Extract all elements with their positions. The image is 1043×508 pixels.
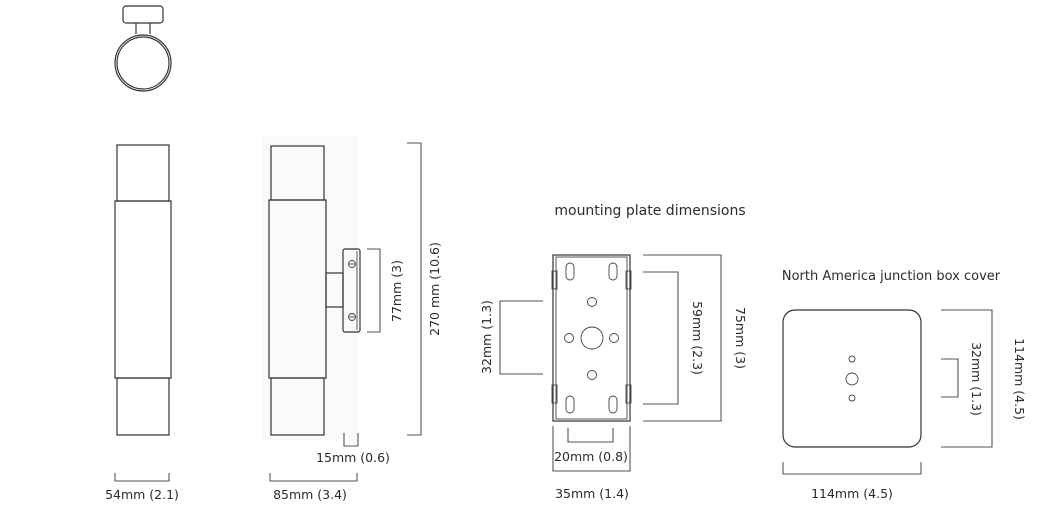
plate-width-label: 35mm (1.4) xyxy=(555,486,629,501)
fixture-height-dimension xyxy=(407,142,422,436)
box-height-label: 114mm (4.5) xyxy=(1012,338,1027,420)
box-cover-outline xyxy=(782,309,922,448)
screw-icon xyxy=(348,313,356,321)
plate-slot-spacing-label: 59mm (2.3) xyxy=(690,301,705,375)
box-width-label: 114mm (4.5) xyxy=(811,486,893,501)
box-hole xyxy=(848,394,856,402)
mounting-plate-title: mounting plate dimensions xyxy=(554,203,745,219)
bracket-offset-dimension xyxy=(343,433,359,447)
top-view xyxy=(114,5,172,92)
fixture-depth-label: 85mm (3.4) xyxy=(273,487,347,502)
fixture-depth-dimension xyxy=(269,473,358,482)
plate-slot xyxy=(608,395,618,414)
junction-box-cover: North America junction box cover 32mm (1… xyxy=(782,269,1027,501)
plate-hole xyxy=(609,333,619,343)
plate-hole xyxy=(587,370,597,380)
side-view: 77mm (3) 270 mm (10.6) 15mm (0.6) 85mm (… xyxy=(262,136,442,502)
bracket-offset-label: 15mm (0.6) xyxy=(316,450,390,465)
plate-height-dimension xyxy=(643,254,722,422)
box-hole xyxy=(848,355,856,363)
front-view: 54mm (2.1) xyxy=(105,144,179,502)
bracket-height-dimension xyxy=(367,248,381,333)
fixture-width-dimension xyxy=(114,473,170,482)
plate-slot xyxy=(565,262,575,281)
plate-hole-spacing-dimension xyxy=(499,300,543,375)
plate-hole xyxy=(564,333,574,343)
box-width-dimension xyxy=(782,462,922,475)
fixture-height-label: 270 mm (10.6) xyxy=(427,242,442,336)
plate-center-hole xyxy=(580,326,604,350)
plate-inner-width-label: 20mm (0.8) xyxy=(554,449,628,464)
junction-box-title: North America junction box cover xyxy=(782,269,1001,284)
fixture-width-label: 54mm (2.1) xyxy=(105,487,179,502)
front-view-top-cap xyxy=(116,144,170,202)
plate-inner-width-dimension xyxy=(567,428,614,443)
box-hole-spacing-label: 32mm (1.3) xyxy=(969,342,984,416)
plate-width-dimension xyxy=(552,426,631,472)
top-view-outer-circle xyxy=(114,34,172,92)
box-height-dimension xyxy=(941,309,993,448)
plate-slot xyxy=(608,262,618,281)
front-view-bottom-cap xyxy=(116,377,170,436)
box-hole-spacing-dimension xyxy=(941,358,959,398)
bracket-plate xyxy=(342,248,361,333)
plate-hole xyxy=(587,297,597,307)
plate-slot-spacing-dimension xyxy=(643,271,679,405)
top-view-inner-circle xyxy=(116,36,170,90)
box-center-hole xyxy=(845,372,859,386)
front-view-body xyxy=(114,200,172,379)
mounting-plate: mounting plate dimensions 32mm (1.3) 59m… xyxy=(479,203,748,501)
plate-outline xyxy=(552,254,631,422)
plate-height-label: 75mm (3) xyxy=(733,307,748,369)
screw-icon xyxy=(348,260,356,268)
plate-hole-spacing-label: 32mm (1.3) xyxy=(479,300,494,374)
bracket-height-label: 77mm (3) xyxy=(389,260,404,322)
side-view-bottom-cap xyxy=(270,377,325,436)
plate-slot xyxy=(565,395,575,414)
top-view-cap xyxy=(122,5,164,24)
